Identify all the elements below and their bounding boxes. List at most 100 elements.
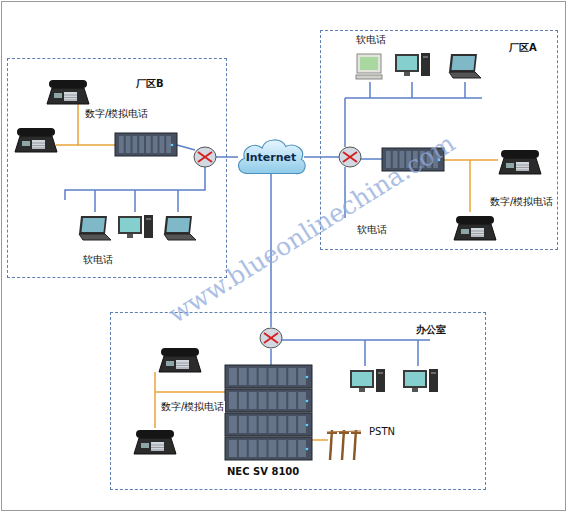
phone-wire [56,144,78,146]
watermark: www.blueonlinechina.com [162,128,461,330]
key-row [151,450,164,451]
pstn-cable [327,431,361,432]
phone-display [461,229,469,234]
phone-display [22,141,30,146]
pbx-card [126,136,131,153]
router-arrow [343,152,357,162]
lan-wire [94,190,96,212]
tower [144,215,153,238]
laptop-lid [79,216,107,234]
pbx-card [433,151,438,168]
screen [360,57,378,70]
phone-label: 数字/模拟电话 [84,108,149,120]
key-row [471,231,484,232]
network-link [304,156,320,158]
pbx-card [269,368,277,385]
region-title: 厂区B [136,77,164,91]
pbx-card [119,136,124,153]
phone-keypad [176,360,189,369]
device-label: NEC SV 8100 [226,466,300,478]
key-row [64,97,77,98]
phone-label: 数字/模拟电话 [160,401,225,413]
pbx-card [229,368,237,385]
router-arrow [198,152,212,162]
monitor-stand [412,388,418,392]
pbx-shelf [225,389,312,412]
pbx-card [413,151,418,168]
pbx-card [229,440,237,457]
softphone-label: 软电话 [82,254,114,266]
screen [405,372,425,386]
laptop-screen [167,218,191,232]
pbx-card [427,151,432,168]
phone-handset [456,216,494,224]
laptop-base [164,234,196,240]
pole [342,430,344,460]
pbx-card [298,392,306,409]
monitor-stand [127,234,133,238]
phone-handset [17,128,55,136]
pbx-led [306,376,309,379]
key-row [176,368,189,369]
monitor [118,216,142,234]
desk-phone [159,348,201,372]
phone-body [47,88,89,104]
phone-label: 数字/模拟电话 [489,196,554,208]
pbx-card [386,151,391,168]
pbx-card [259,416,267,433]
router-arrow [264,333,278,343]
pbx-card [229,392,237,409]
region-title: 厂区A [509,41,537,55]
router-body [339,147,361,167]
phone-keypad [32,140,45,149]
phone-wire [469,160,471,212]
pbx-card [133,136,138,153]
pbx-led [306,424,309,427]
screen [397,56,417,70]
phone-handset [501,150,539,158]
desk-phone [499,150,541,174]
monitor [350,370,374,388]
router-arrow [343,152,357,162]
phone-handset [49,80,87,88]
pbx-card [229,416,237,433]
pbx-card [288,440,296,457]
pbx-card [278,392,286,409]
lan-wire [134,190,136,212]
lan-wire [364,340,366,366]
laptop [449,54,481,78]
pstn-label: PSTN [368,426,396,438]
desktop-pc [395,53,430,76]
pbx-card [278,368,286,385]
pbx-led [306,400,309,403]
pbx-card [249,416,257,433]
pbx-card [239,416,247,433]
pole [330,430,332,460]
phone-wire [312,439,328,441]
pbx-card [153,136,158,153]
pbx-shelf [115,133,177,156]
monitor [395,54,419,72]
key-row [32,143,45,144]
network-link [227,156,238,158]
phone-keypad [64,92,77,101]
tower [421,53,430,76]
phone-body [15,136,57,152]
phone-wire [444,159,498,161]
key-row [32,148,45,149]
lan-wire [282,339,430,341]
pbx-card [269,416,277,433]
phone-keypad [516,162,529,171]
pbx-card [288,368,296,385]
desktop-pc [350,369,385,392]
cloud-label: Internet [234,151,308,164]
pbx-card [259,392,267,409]
lan-wire [270,313,272,327]
laptop-lid [449,54,477,72]
pbx-card [393,151,398,168]
desk-phone [47,80,89,104]
phone-handset [136,430,174,438]
